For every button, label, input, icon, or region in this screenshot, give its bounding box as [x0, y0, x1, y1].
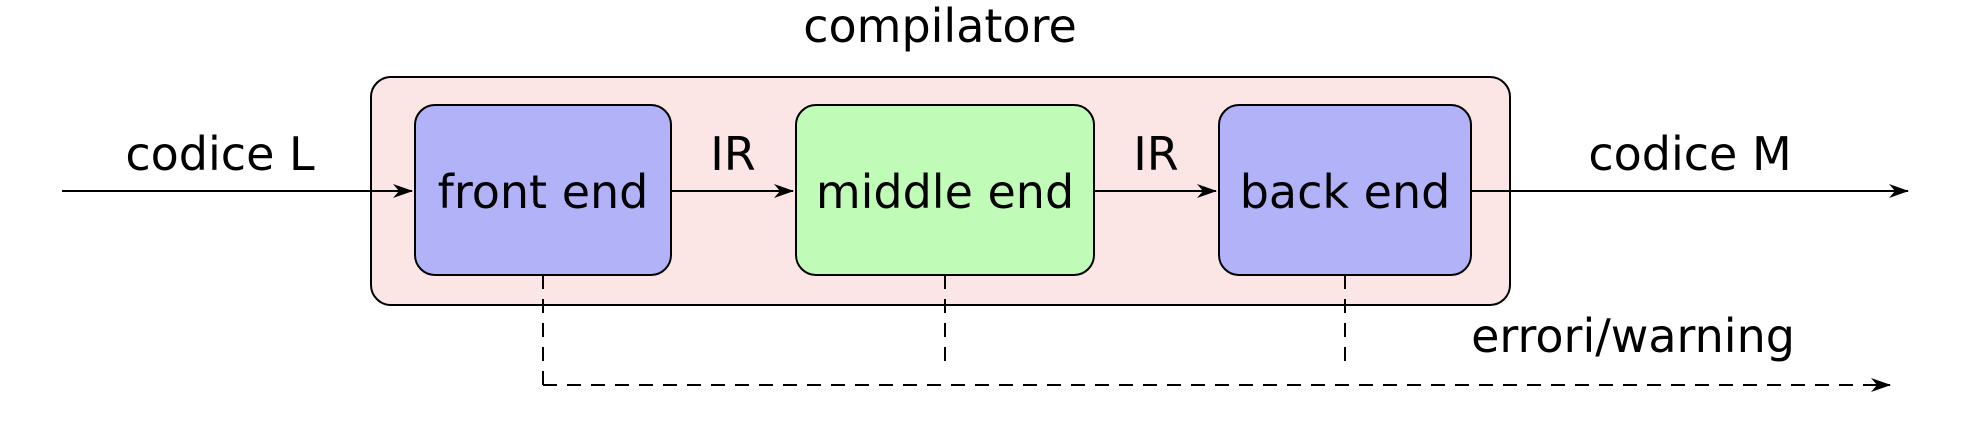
ir-label-2: IR: [1133, 127, 1179, 181]
back-end-label: back end: [1240, 165, 1451, 219]
ir-label-1: IR: [710, 127, 756, 181]
front-end-label: front end: [438, 165, 649, 219]
output-label: codice M: [1588, 127, 1791, 181]
compiler-title: compilatore: [803, 0, 1077, 53]
errors-label: errori/warning: [1471, 309, 1795, 363]
input-label: codice L: [125, 127, 315, 181]
middle-end-label: middle end: [816, 165, 1074, 219]
